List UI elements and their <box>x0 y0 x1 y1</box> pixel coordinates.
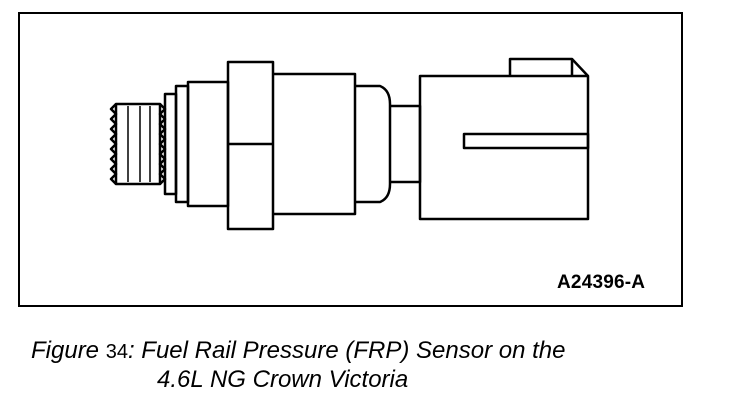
figure-frame: A24396-A <box>18 12 683 307</box>
figure-id-label: A24396-A <box>557 272 646 293</box>
caption-line-1: Figure 34: Fuel Rail Pressure (FRP) Sens… <box>0 337 736 366</box>
caption-figure-number: 34 <box>105 341 128 363</box>
sensor-shoulder <box>186 80 230 208</box>
hex-body <box>226 60 275 231</box>
caption-prefix: Figure <box>31 337 100 364</box>
electrical-connector <box>418 57 590 221</box>
caption-title-line-2: 4.6L NG Crown Victoria <box>157 366 409 393</box>
sensor-housing <box>273 72 357 216</box>
figure-caption: Figure 34: Fuel Rail Pressure (FRP) Sens… <box>0 337 736 394</box>
caption-title-line-1: : Fuel Rail Pressure (FRP) Sensor on the <box>127 337 566 364</box>
thread-ridges <box>109 103 118 185</box>
thread-stud <box>109 102 167 186</box>
fuel-rail-pressure-sensor-icon <box>109 57 590 231</box>
seal-ring <box>163 84 190 204</box>
sensor-neck <box>390 104 422 184</box>
